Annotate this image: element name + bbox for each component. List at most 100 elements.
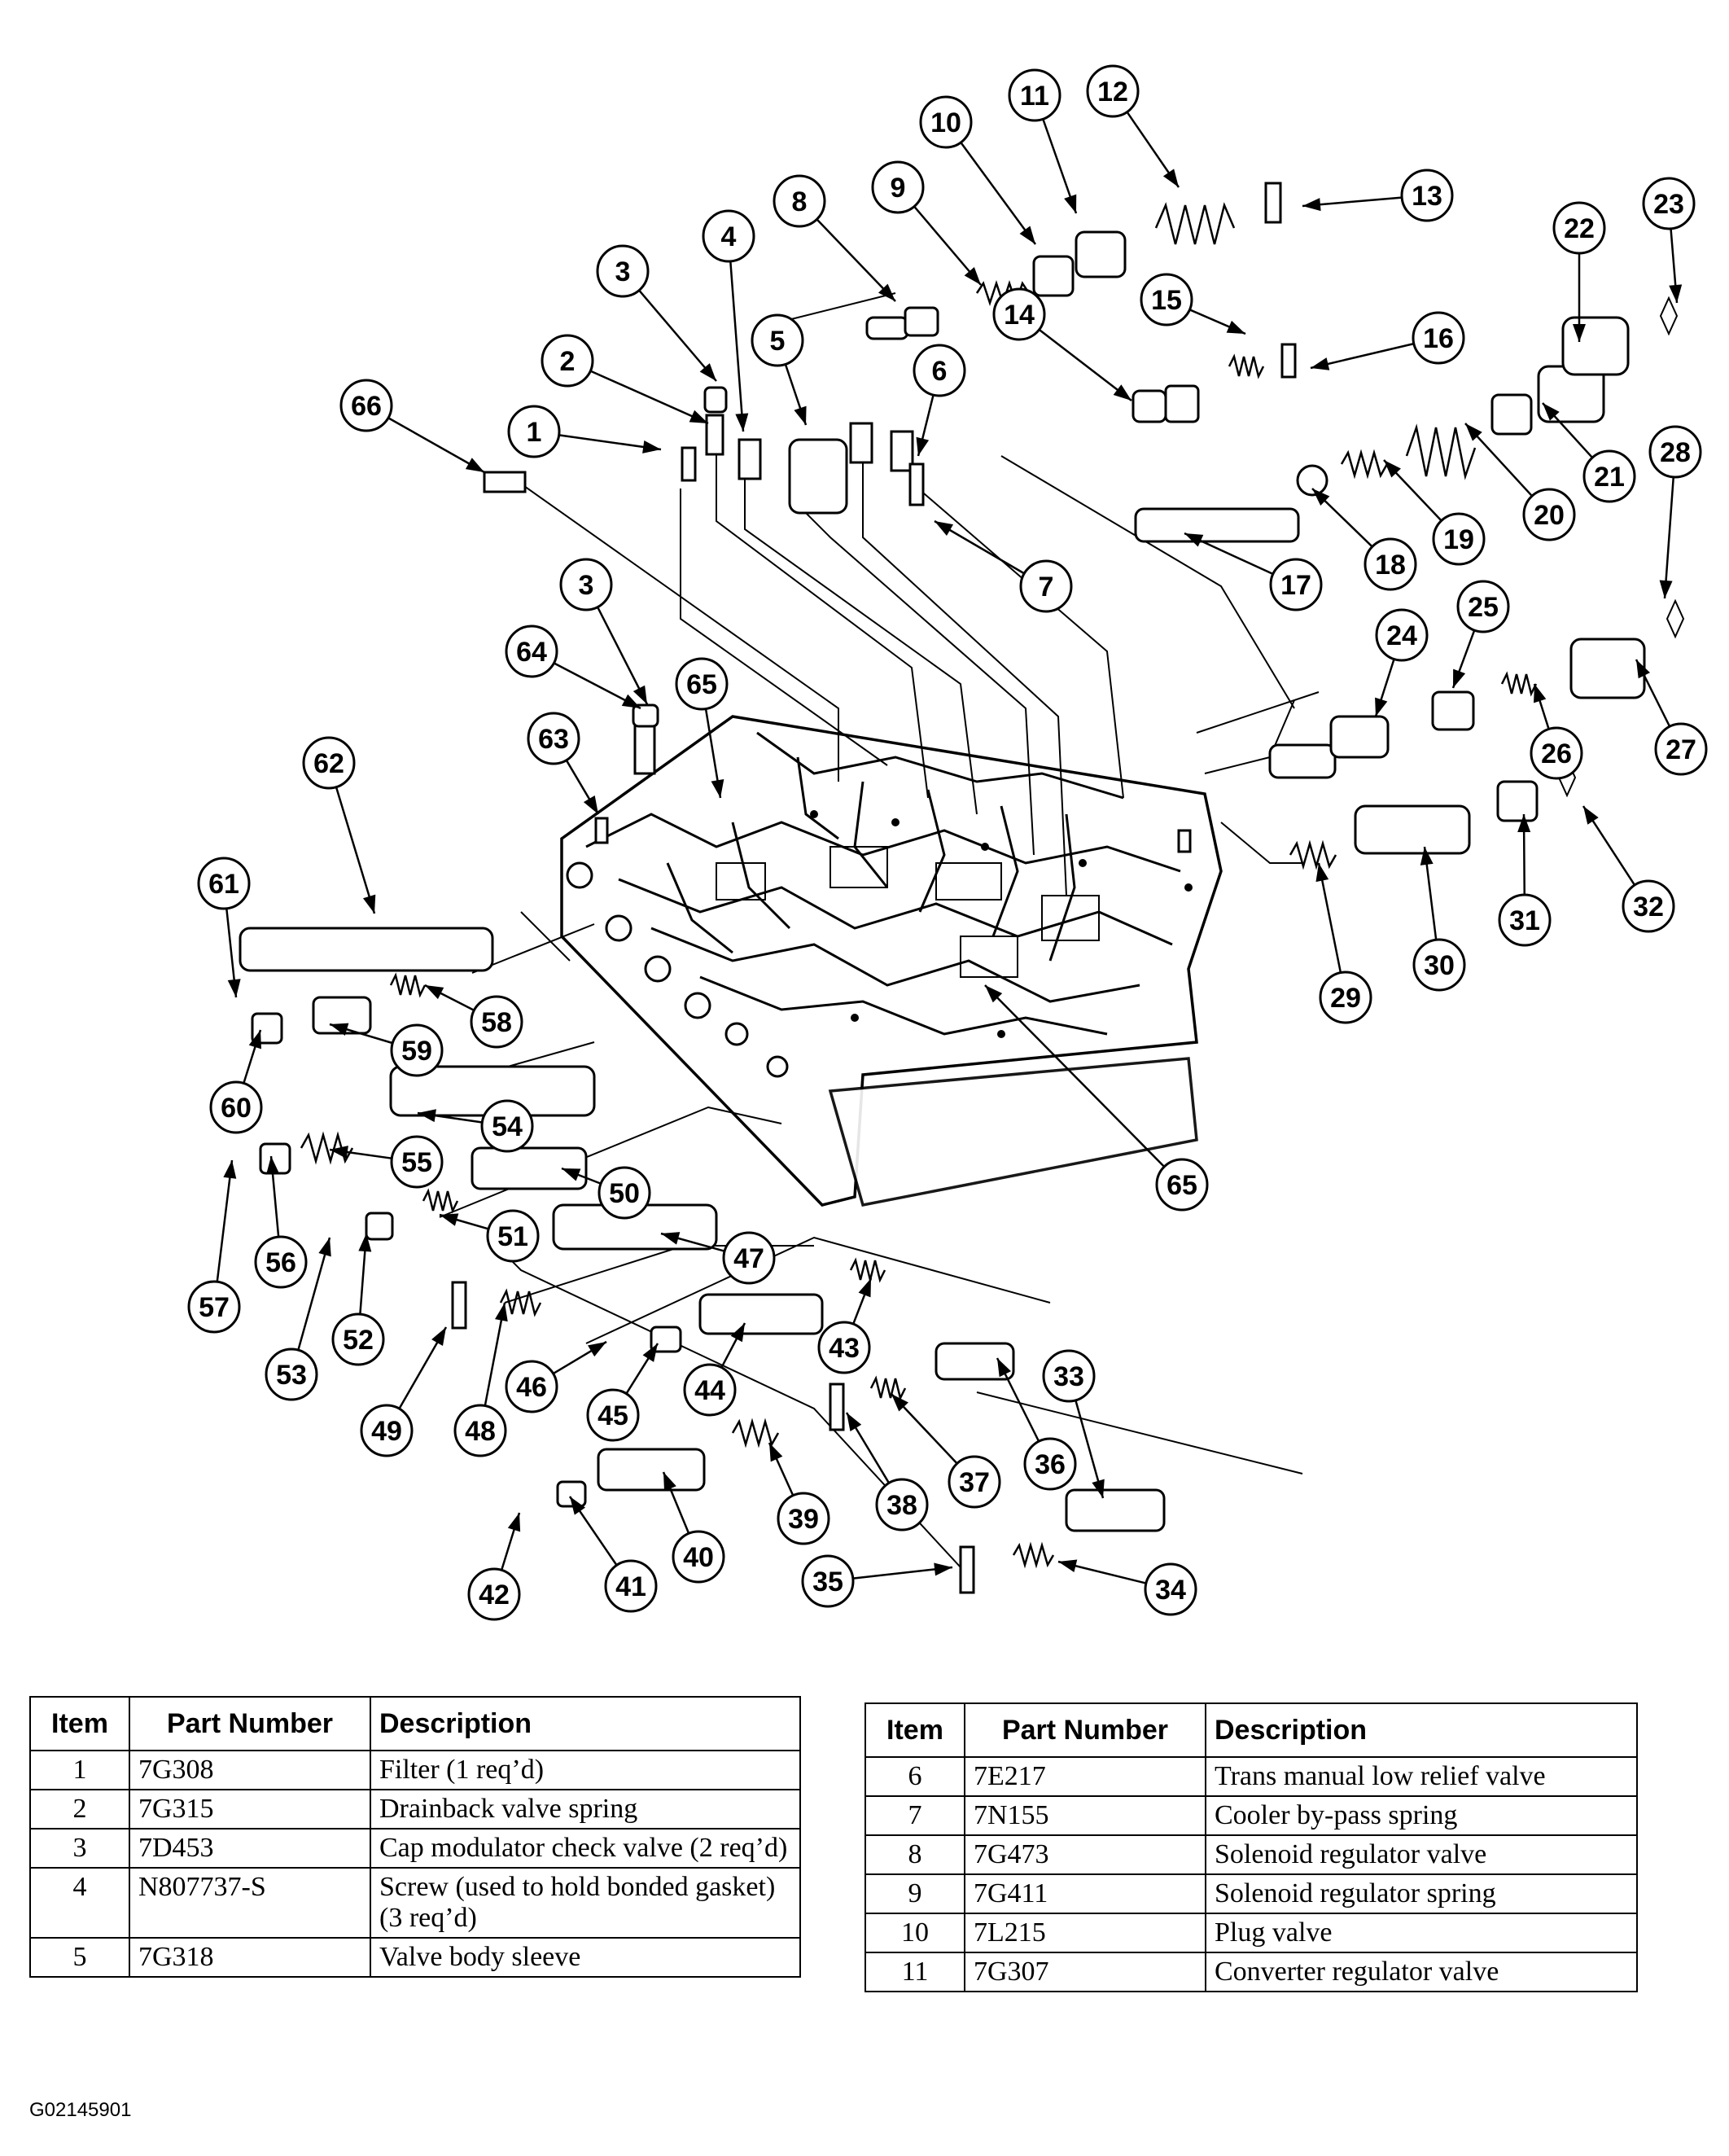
arrowhead-icon	[891, 1394, 908, 1412]
callout-number: 64	[516, 637, 547, 668]
arrowhead-icon	[769, 1443, 783, 1462]
callout-circle	[331, 1312, 385, 1366]
callout-18: 18	[1364, 537, 1417, 591]
callout-2: 2	[541, 334, 594, 388]
callout-31: 31	[1498, 893, 1552, 947]
callout-circle	[1144, 1562, 1197, 1616]
callout-leader-10	[960, 142, 1037, 245]
callout-number: 51	[497, 1221, 528, 1252]
callout-40: 40	[672, 1530, 725, 1584]
arrowhead-icon	[227, 979, 241, 997]
callout-27: 27	[1654, 722, 1708, 776]
callout-17: 17	[1269, 558, 1323, 611]
callout-51: 51	[486, 1209, 540, 1263]
callout-60: 60	[209, 1080, 263, 1134]
callout-leader-66	[387, 417, 485, 474]
callout-leader-53	[297, 1237, 331, 1351]
part-number-cell: 7G308	[129, 1749, 371, 1791]
arrowhead-icon	[858, 1278, 871, 1298]
part-number-cell: 7G318	[129, 1937, 371, 1979]
arrowhead-icon	[562, 1168, 581, 1181]
callout-circle	[339, 379, 393, 432]
arrowhead-icon	[583, 795, 598, 814]
callout-number: 62	[313, 748, 344, 779]
callout-circle	[773, 174, 826, 228]
callout-circle	[197, 857, 251, 910]
callout-circle	[586, 1388, 640, 1442]
callout-4: 4	[702, 209, 755, 263]
callout-64: 64	[505, 624, 558, 678]
callout-number: 46	[516, 1372, 547, 1403]
arrowhead-icon	[1583, 806, 1599, 825]
callout-number: 7	[1039, 572, 1054, 603]
arrowhead-icon	[1384, 460, 1401, 478]
callout-circle	[1522, 488, 1576, 541]
callout-number: 35	[812, 1567, 843, 1597]
valve-body-casting	[560, 715, 1223, 1207]
callout-leader-57	[216, 1159, 234, 1282]
arrowhead-icon	[985, 985, 1003, 1003]
callout-number: 36	[1035, 1449, 1066, 1480]
callout-circle	[604, 1559, 658, 1613]
arrowhead-icon	[1064, 194, 1077, 213]
callout-number: 32	[1633, 892, 1664, 922]
callout-66: 66	[339, 379, 393, 432]
callout-number: 11	[1020, 81, 1049, 112]
arrowhead-icon	[1312, 489, 1330, 506]
callout-circle	[1582, 449, 1636, 503]
callout-circle	[597, 1166, 651, 1220]
arrowhead-icon	[1534, 684, 1547, 703]
callout-52: 52	[331, 1312, 385, 1366]
callout-number: 9	[891, 173, 906, 204]
arrowhead-icon	[248, 1030, 262, 1050]
arrowhead-icon	[847, 1413, 862, 1431]
callout-number: 31	[1509, 905, 1540, 936]
callout-number: 50	[609, 1178, 640, 1209]
callout-22: 22	[1552, 201, 1606, 255]
callout-number: 43	[829, 1333, 860, 1364]
callout-circle	[209, 1080, 263, 1134]
arrowhead-icon	[425, 985, 444, 1000]
arrowhead-icon	[1162, 169, 1179, 187]
description-cell: Cap modulator check valve (2 req’d)	[370, 1828, 801, 1869]
description-cell: Drainback valve spring	[370, 1789, 801, 1830]
arrowhead-icon	[878, 283, 895, 301]
callout-1: 1	[507, 405, 561, 458]
callout-circle	[302, 736, 356, 790]
callout-44: 44	[683, 1363, 737, 1417]
item-cell: 8	[864, 1834, 965, 1876]
callout-49: 49	[360, 1404, 414, 1457]
callout-number: 56	[265, 1247, 296, 1278]
arrowhead-icon	[588, 1342, 606, 1357]
callout-28: 28	[1648, 425, 1702, 479]
callout-leaders	[216, 111, 1683, 1584]
arrowhead-icon	[711, 778, 724, 798]
callout-circle	[254, 1235, 308, 1289]
callout-14: 14	[992, 287, 1046, 341]
part-number-cell: 7N155	[964, 1795, 1206, 1837]
callout-circle	[187, 1280, 241, 1334]
callout-circle	[722, 1231, 776, 1285]
arrowhead-icon	[330, 1023, 349, 1036]
callout-number: 30	[1424, 950, 1455, 981]
item-cell: 10	[864, 1913, 965, 1954]
description-cell: Solenoid regulator valve	[1205, 1834, 1638, 1876]
arrowhead-icon	[633, 685, 647, 704]
callout-number: 25	[1468, 592, 1499, 623]
callout-33: 33	[1042, 1349, 1096, 1403]
callout-8: 8	[773, 174, 826, 228]
callout-number: 4	[721, 221, 737, 252]
arrowhead-icon	[935, 521, 954, 537]
callout-circle	[1432, 512, 1486, 566]
arrowhead-icon	[699, 363, 716, 381]
callout-number: 40	[683, 1542, 714, 1573]
arrowhead-icon	[465, 458, 484, 472]
